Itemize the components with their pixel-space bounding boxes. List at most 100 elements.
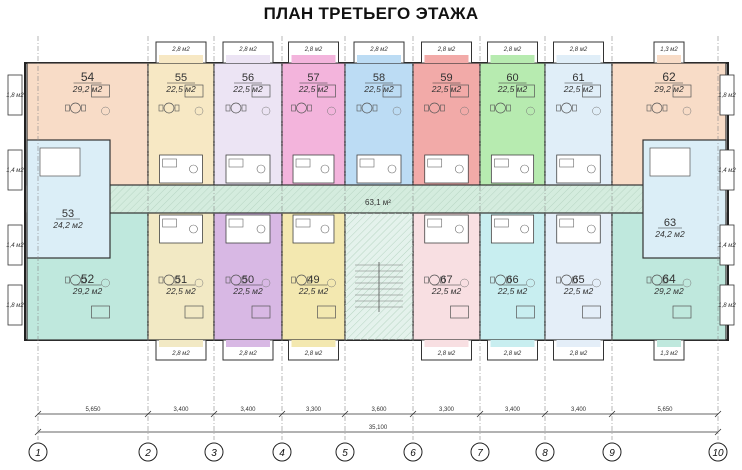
apartment-area: 29,2 м2 — [653, 84, 684, 94]
balcony-fill — [357, 55, 401, 63]
apartment-area: 22,5 м2 — [563, 286, 594, 296]
sofa-icon — [516, 84, 535, 98]
table-icon — [296, 102, 307, 114]
sink-icon — [228, 158, 244, 168]
chair-icon — [506, 104, 511, 112]
plant-icon — [101, 106, 110, 116]
toilet-icon — [189, 224, 198, 234]
bathroom — [490, 154, 535, 184]
axis-bubble — [403, 442, 423, 462]
dimension-tick — [476, 410, 484, 418]
toilet-icon — [454, 224, 464, 234]
toilet-icon — [520, 224, 529, 234]
axis-bubble — [470, 442, 490, 462]
toilet-icon — [586, 224, 596, 234]
bathroom — [556, 214, 601, 244]
chair-icon — [225, 276, 231, 284]
chair-icon — [424, 104, 429, 112]
chair-icon — [225, 104, 231, 112]
toilet-icon — [387, 164, 397, 174]
chair-icon — [65, 104, 70, 112]
apartment-area: 22,5 м2 — [298, 84, 329, 94]
sofa-icon — [251, 305, 271, 319]
axis-label: 4 — [279, 448, 285, 459]
side-balcony — [7, 149, 23, 191]
sofa-icon — [91, 84, 110, 98]
side-balcony-area: 1,8 м2 — [718, 93, 736, 99]
apartment-area: 24,2 м2 — [654, 229, 685, 239]
dimension-value: 3,400 — [173, 407, 189, 413]
apartment-number: 64 — [662, 272, 676, 286]
balcony-area: 2,8 м2 — [569, 47, 588, 53]
apartment-area: 29,2 м2 — [653, 286, 684, 296]
balcony-fill — [490, 340, 535, 347]
sofa-icon — [450, 305, 469, 319]
axis-label: 7 — [477, 448, 483, 459]
side-balcony-area: 1,8 м2 — [6, 93, 24, 99]
table-icon — [495, 102, 506, 114]
bathroom — [39, 147, 81, 177]
apartment-number: 62 — [662, 70, 676, 84]
balcony-fill — [291, 55, 336, 63]
apartment-number: 60 — [506, 72, 518, 84]
balcony-area: 2,8 м2 — [503, 47, 522, 53]
bathroom — [225, 154, 271, 184]
apartment-area: 29,2 м2 — [72, 84, 103, 94]
chair-icon — [490, 104, 495, 112]
bathroom — [490, 214, 535, 244]
apartment-number: 57 — [307, 72, 319, 84]
chair-icon — [372, 104, 378, 112]
axis-bubble — [708, 442, 728, 462]
axis-bubble — [535, 442, 555, 462]
axis-bubble — [28, 442, 48, 462]
chair-icon — [174, 104, 180, 112]
chair-icon — [174, 276, 180, 284]
sofa-icon — [382, 84, 402, 98]
bathroom — [356, 154, 402, 184]
axis-bubble — [204, 442, 224, 462]
side-balcony — [7, 284, 23, 326]
sofa-icon — [450, 84, 469, 98]
chair-icon — [241, 104, 247, 112]
plant-icon — [392, 106, 402, 116]
chair-icon — [158, 104, 164, 112]
chair-icon — [572, 276, 577, 284]
chair-icon — [81, 276, 86, 284]
axis-label: 8 — [542, 448, 548, 459]
apartment-area: 22,5 м2 — [497, 286, 528, 296]
apartment-area: 22,5 м2 — [298, 286, 329, 296]
chair-icon — [490, 276, 495, 284]
apartment-number: 67 — [440, 274, 452, 286]
sofa-icon — [516, 305, 535, 319]
sink-icon — [228, 218, 244, 228]
apartment-area: 22,5 м2 — [563, 84, 594, 94]
balcony-area: 2,8 м2 — [369, 47, 388, 53]
apartment-number: 52 — [81, 272, 95, 286]
balcony-fill — [291, 340, 336, 347]
chair-icon — [424, 276, 429, 284]
apartment-area: 22,5 м2 — [232, 84, 263, 94]
stairwell — [344, 212, 414, 341]
sink-icon — [559, 218, 575, 228]
apartment-area: 22,5 м2 — [497, 84, 528, 94]
sofa-icon — [184, 305, 204, 319]
toilet-icon — [320, 224, 330, 234]
axis-label: 5 — [342, 448, 348, 459]
side-balcony-area: 1,8 м2 — [718, 303, 736, 309]
sofa-icon — [251, 84, 271, 98]
sink-icon — [494, 218, 509, 228]
apartment-number: 59 — [440, 72, 452, 84]
balcony-area: 2,8 м2 — [238, 47, 257, 53]
balcony-fill — [159, 55, 203, 63]
toilet-icon — [320, 164, 330, 174]
sink-icon — [359, 158, 375, 168]
plant-icon — [101, 278, 110, 288]
sofa-icon — [91, 305, 110, 319]
apartment-area: 22,5 м2 — [232, 286, 263, 296]
apartment-number: 55 — [175, 72, 187, 84]
